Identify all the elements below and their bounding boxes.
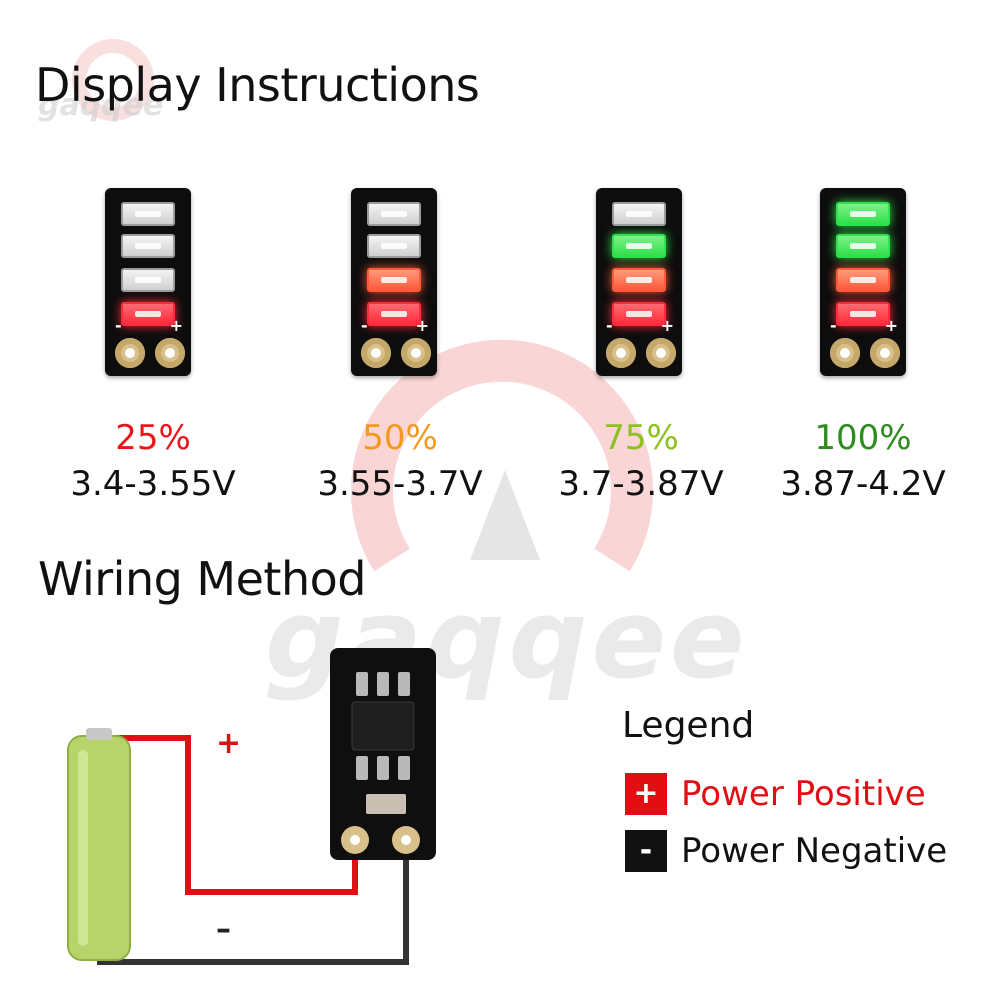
- board-plus-mark: +: [660, 316, 674, 335]
- board-minus-mark: -: [361, 316, 368, 335]
- board-plus-mark: +: [415, 316, 429, 335]
- wiring-diagram: [67, 648, 436, 965]
- led-orange: [836, 268, 890, 292]
- minus-icon: -: [625, 829, 667, 872]
- indicator-board: +-: [351, 188, 437, 376]
- battery-body: [67, 735, 131, 961]
- indicator-board: +-: [105, 188, 191, 376]
- module-pad-negative-hole: [401, 835, 411, 845]
- led-orange: [367, 268, 421, 292]
- solder-pad: [830, 338, 860, 368]
- led-off: [121, 202, 175, 226]
- led-red: [836, 302, 890, 326]
- board-minus-mark: -: [115, 316, 122, 335]
- led-green: [836, 202, 890, 226]
- level-percent-25: 25%: [115, 418, 191, 458]
- led-off: [121, 234, 175, 258]
- legend-row-positive: + Power Positive: [625, 772, 926, 815]
- board-plus-mark: +: [169, 316, 183, 335]
- level-voltage-75: 3.7-3.87V: [558, 464, 724, 504]
- legend-negative-label: Power Negative: [681, 830, 948, 871]
- wire-plus-label: +: [216, 726, 242, 761]
- led-off: [367, 202, 421, 226]
- battery-cap: [86, 728, 112, 740]
- led-off: [121, 268, 175, 292]
- module-pad-positive-hole: [350, 835, 360, 845]
- legend-title: Legend: [622, 705, 755, 746]
- watermark-ring-large: [351, 339, 653, 572]
- solder-pad: [646, 338, 676, 368]
- module-board: [330, 648, 436, 860]
- solder-pad: [401, 338, 431, 368]
- led-off: [612, 202, 666, 226]
- solder-pad: [361, 338, 391, 368]
- legend-row-negative: -Power Negative: [625, 829, 947, 872]
- board-plus-mark: +: [884, 316, 898, 335]
- led-red: [121, 302, 175, 326]
- led-green: [612, 234, 666, 258]
- level-percent-75: 75%: [603, 418, 679, 458]
- indicator-board: +-: [596, 188, 682, 376]
- led-red: [367, 302, 421, 326]
- module-chip: [351, 701, 415, 751]
- legend-positive-label: Power Positive: [681, 773, 926, 814]
- battery-highlight: [78, 750, 88, 946]
- wiring-method-title: Wiring Method: [38, 552, 366, 606]
- board-minus-mark: -: [606, 316, 613, 335]
- solder-pad: [606, 338, 636, 368]
- module-resistor: [366, 794, 406, 814]
- positive-wire: [100, 735, 358, 895]
- led-red: [612, 302, 666, 326]
- level-voltage-100: 3.87-4.2V: [780, 464, 946, 504]
- level-percent-100: 100%: [814, 418, 912, 458]
- indicator-board: +-: [820, 188, 906, 376]
- led-green: [836, 234, 890, 258]
- wire-minus-label: –: [216, 912, 231, 947]
- negative-wire: [97, 852, 409, 965]
- level-percent-50: 50%: [362, 418, 438, 458]
- led-off: [367, 234, 421, 258]
- module-pins-top: [356, 672, 410, 780]
- level-voltage-50: 3.55-3.7V: [317, 464, 483, 504]
- solder-pad: [155, 338, 185, 368]
- level-voltage-25: 3.4-3.55V: [70, 464, 236, 504]
- led-orange: [612, 268, 666, 292]
- plus-icon: +: [625, 772, 667, 815]
- display-instructions-title: Display Instructions: [35, 58, 480, 112]
- board-minus-mark: -: [830, 316, 837, 335]
- solder-pad: [115, 338, 145, 368]
- solder-pad: [870, 338, 900, 368]
